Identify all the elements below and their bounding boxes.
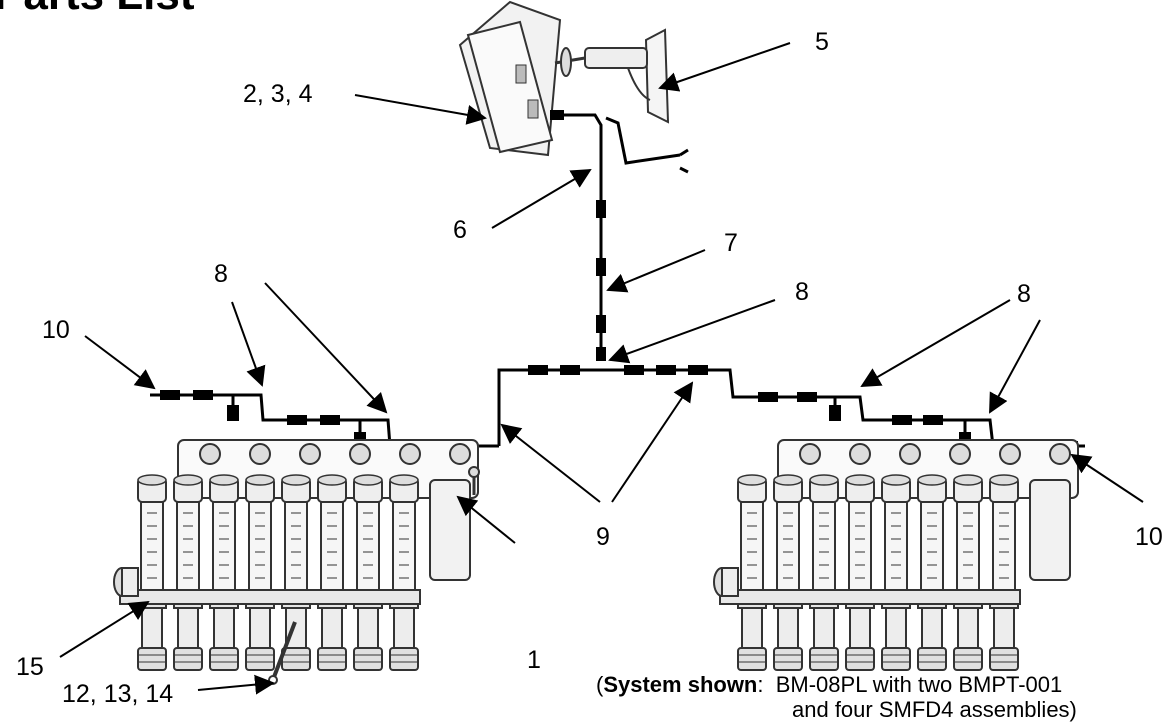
callout-8-right: 8 (1017, 280, 1031, 308)
left-manifold-assembly (120, 440, 478, 670)
controller-box (458, 0, 562, 157)
cable-connectors (160, 110, 1078, 451)
caption-line-1: BM-08PL with two BMPT-001 (775, 672, 1063, 697)
callout-8-center: 8 (795, 278, 809, 306)
callout-7: 7 (724, 229, 738, 257)
callout-1: 1 (527, 646, 541, 674)
callout-9: 9 (596, 523, 610, 551)
callout-2-3-4: 2, 3, 4 (243, 80, 313, 108)
leader-arrows (59, 42, 1144, 695)
caption-open-paren: ( (596, 672, 604, 697)
right-inlet-fitting (713, 567, 739, 597)
left-inlet-fitting (113, 567, 139, 597)
page-header: Parts List (0, 0, 195, 20)
cable-network (150, 113, 1085, 448)
caption-colon: : (757, 672, 764, 697)
right-manifold-assembly (720, 440, 1078, 670)
sensor-mount (554, 28, 670, 124)
callout-5: 5 (815, 28, 829, 56)
system-caption: (System shown: BM-08PL with two BMPT-001… (596, 672, 1077, 723)
callout-10-left: 10 (42, 316, 70, 344)
callout-10-right: 10 (1135, 523, 1163, 551)
caption-label: System shown (603, 672, 758, 697)
callout-12-13-14: 12, 13, 14 (62, 680, 174, 708)
callout-15: 15 (16, 653, 44, 681)
callout-6: 6 (453, 216, 467, 244)
caption-line-2: and four SMFD4 assemblies) (792, 697, 1077, 723)
callout-8-left-outer: 8 (214, 260, 228, 288)
left-plate-screw (468, 466, 480, 495)
